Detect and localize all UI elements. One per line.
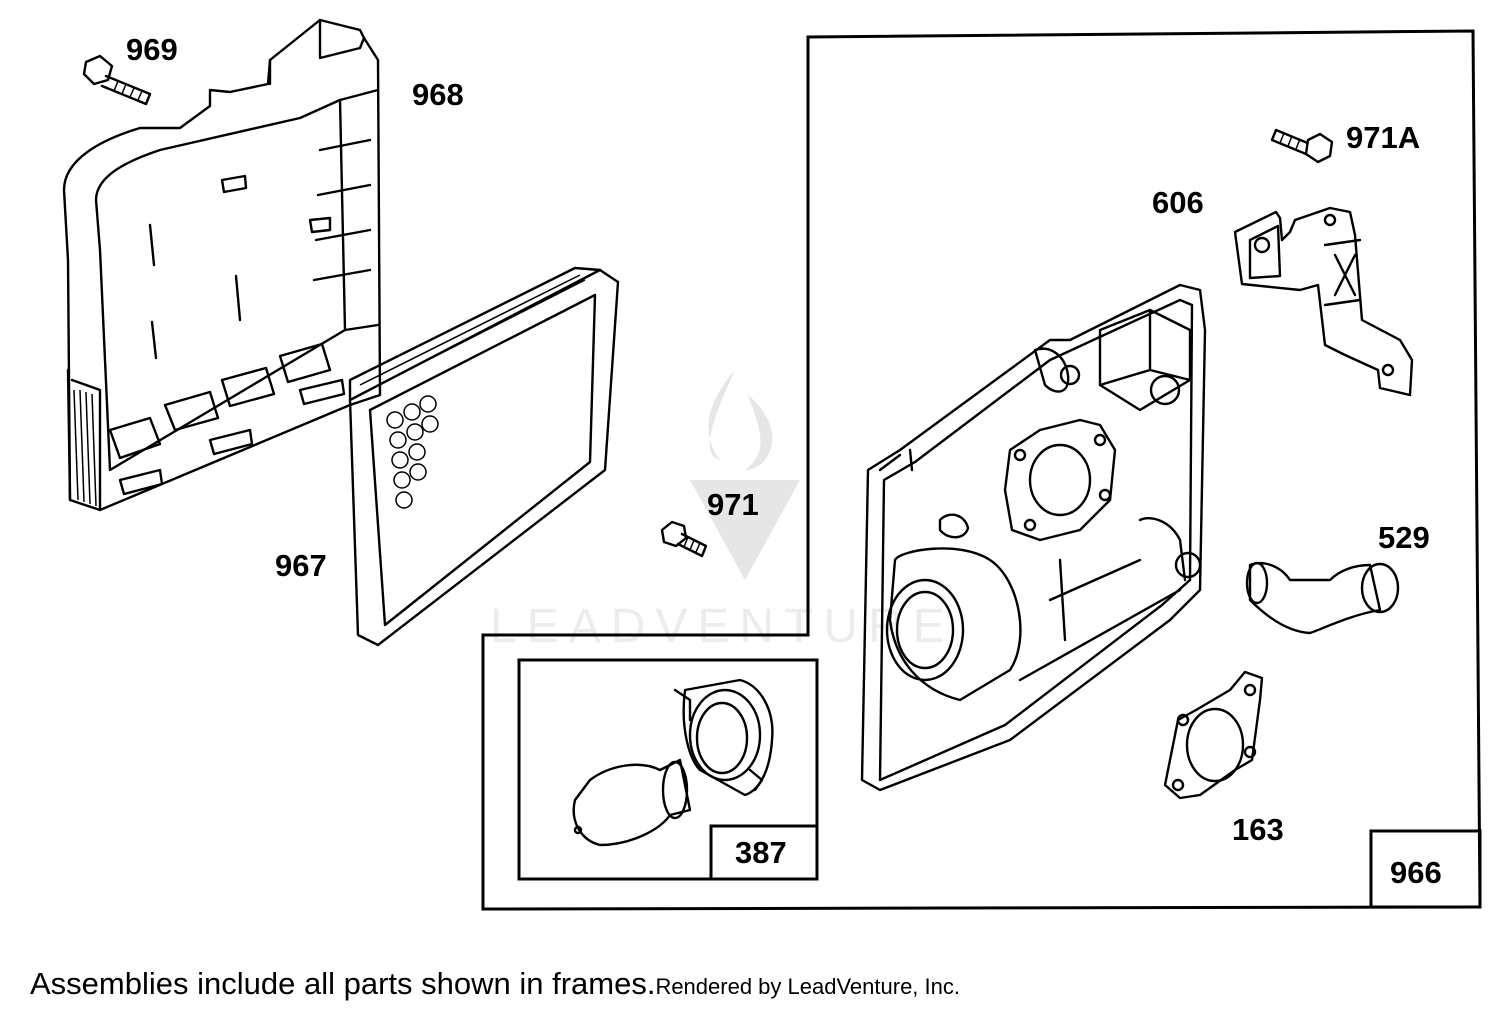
callout-968: 968 — [412, 77, 464, 112]
air-cleaner-cover-968-icon — [62, 18, 382, 512]
bracket-606-icon — [1233, 206, 1414, 397]
assembly-frame-966 — [481, 29, 1482, 911]
callout-163: 163 — [1232, 812, 1284, 847]
callout-969: 969 — [126, 32, 178, 67]
air-cleaner-base-966-icon — [860, 283, 1207, 792]
screw-971-icon — [660, 520, 708, 558]
callout-529: 529 — [1378, 520, 1430, 555]
screw-969-icon — [82, 54, 152, 106]
render-credit: Rendered by LeadVenture, Inc. — [655, 974, 960, 999]
air-filter-967-icon — [348, 266, 620, 647]
filter-kit-387-icon — [572, 678, 774, 847]
callout-971a: 971A — [1346, 120, 1420, 155]
footer-note: Assemblies include all parts shown in fr… — [30, 966, 960, 1002]
watermark-logo: LEADVENTURE — [490, 370, 955, 653]
screw-971a-icon — [1270, 128, 1334, 164]
label-box-387 — [709, 824, 819, 881]
callout-971: 971 — [707, 487, 759, 522]
assemblies-note: Assemblies include all parts shown in fr… — [30, 966, 656, 1001]
callout-967: 967 — [275, 548, 327, 583]
gasket-163-icon — [1163, 670, 1264, 800]
watermark-text: LEADVENTURE — [490, 600, 955, 653]
elbow-hose-529-icon — [1245, 561, 1400, 635]
callout-387: 387 — [735, 835, 787, 870]
assembly-frame-387 — [517, 658, 819, 881]
label-box-966 — [1369, 829, 1482, 909]
callout-606: 606 — [1152, 185, 1204, 220]
callout-966: 966 — [1390, 855, 1442, 890]
